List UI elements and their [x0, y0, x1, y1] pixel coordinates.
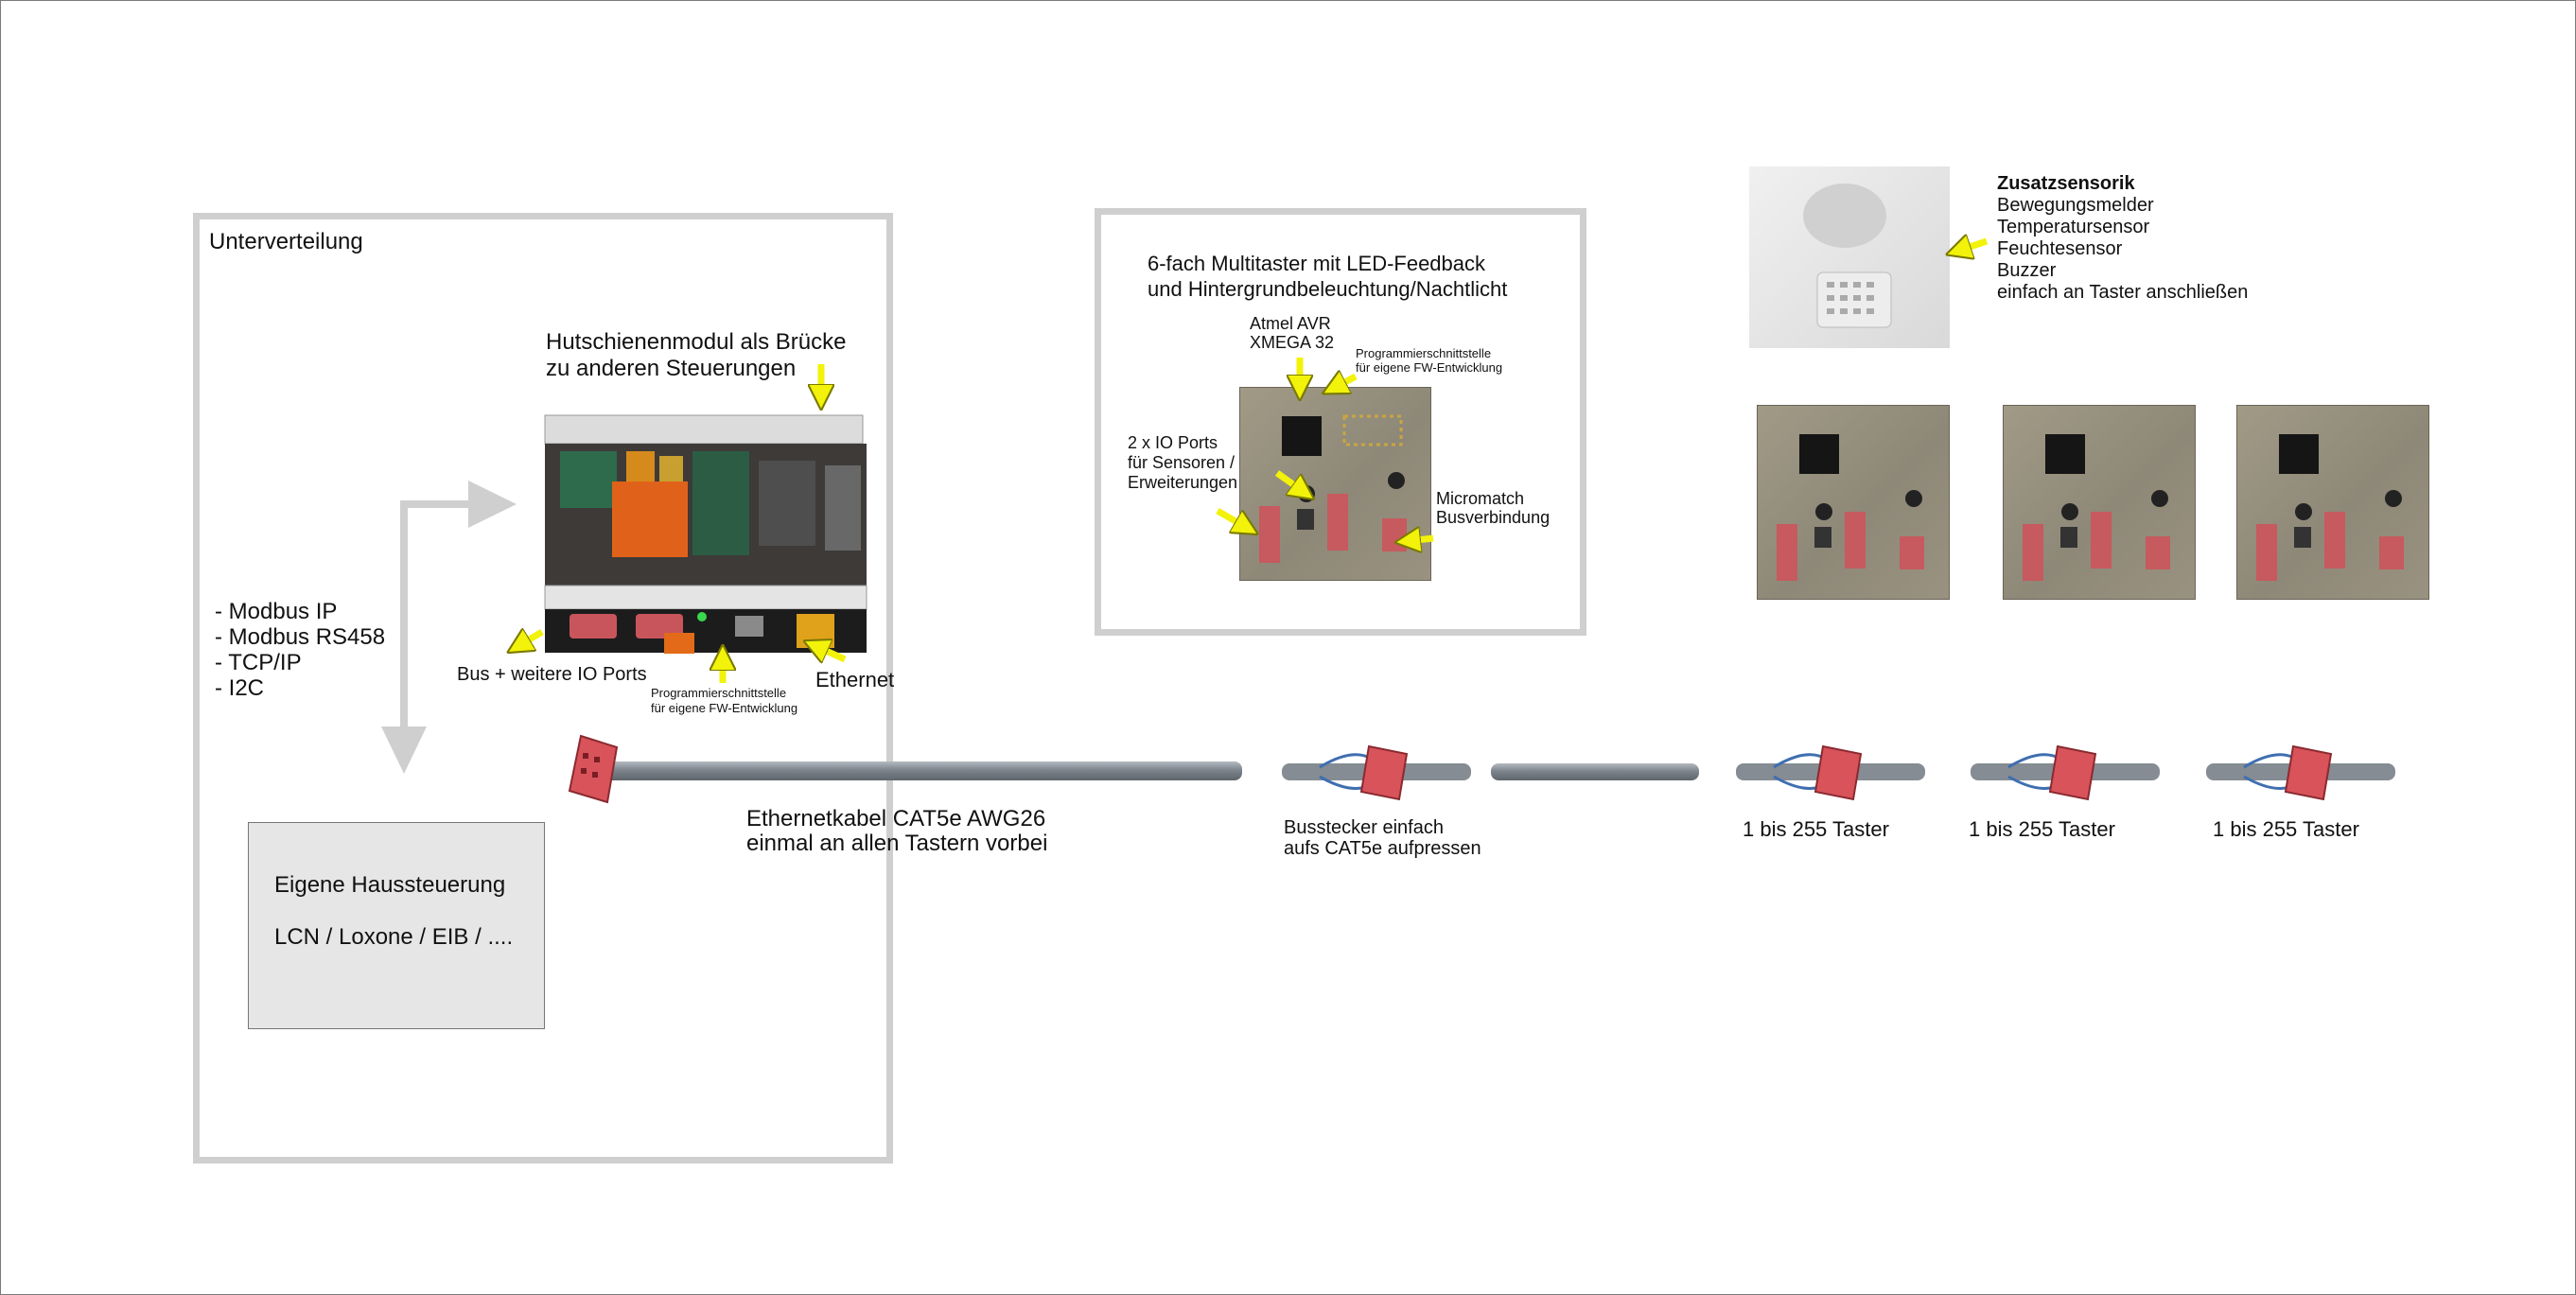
io-ports-label-1: 2 x IO Ports	[1128, 433, 1218, 452]
micromatch-label-2: Busverbindung	[1436, 508, 1551, 527]
haussteuerung-title: Eigene Haussteuerung	[274, 872, 506, 898]
multitaster-pcb-image	[1239, 387, 1431, 581]
taster-count-label: 1 bis 255 Taster	[2213, 817, 2359, 841]
io-ports-label-3: Erweiterungen	[1128, 473, 1238, 492]
mcu-label-2: XMEGA 32	[1250, 333, 1335, 352]
bus-ports-label: Bus + weitere IO Ports	[457, 664, 647, 685]
multitaster-title-1: 6-fach Multitaster mit LED-Feedback	[1148, 252, 1486, 275]
cable-label-2: einmal an allen Tastern vorbei	[746, 831, 1048, 856]
motion-sensor-image	[1749, 166, 1950, 348]
ethernet-label: Ethernet	[815, 668, 895, 691]
zusatz-item: Buzzer	[1997, 260, 2057, 281]
micromatch-label-1: Micromatch	[1436, 489, 1525, 508]
hutschiene-title-2: zu anderen Steuerungen	[546, 356, 797, 381]
taster-count-label: 1 bis 255 Taster	[1743, 817, 1889, 841]
busstecker-connector	[1736, 744, 1925, 801]
taster-pcb-image	[2236, 405, 2429, 600]
busstecker-connector	[2206, 744, 2395, 801]
protocol-item: - Modbus IP	[215, 599, 338, 624]
busstecker-connector	[1971, 744, 2160, 801]
taster-pcb-image	[1757, 405, 1950, 600]
unterverteilung-box	[193, 213, 893, 1164]
multitaster-title-2: und Hintergrundbeleuchtung/Nachtlicht	[1148, 277, 1508, 301]
protocol-item: - Modbus RS458	[215, 624, 386, 650]
zusatz-item: Feuchtesensor	[1997, 238, 2123, 259]
mt-prog-label-1: Programmierschnittstelle	[1356, 346, 1492, 360]
haussteuerung-systems: LCN / Loxone / EIB / ....	[274, 924, 514, 950]
zusatz-item: Temperatursensor	[1997, 217, 2150, 237]
protocol-item: - I2C	[215, 675, 265, 701]
cable-end-connector	[568, 734, 619, 804]
hutschiene-title-1: Hutschienenmodul als Brücke	[546, 329, 847, 355]
ethernet-cable-segment	[1491, 763, 1699, 780]
ethernet-cable-main	[596, 761, 1242, 780]
busstecker-connector	[1282, 744, 1471, 801]
io-ports-label-2: für Sensoren /	[1128, 453, 1235, 472]
haussteuerung-box	[248, 822, 545, 1029]
busstecker-label-1: Busstecker einfach	[1284, 817, 1444, 838]
prog-interface-label-2: für eigene FW-Entwicklung	[651, 701, 798, 715]
zusatz-title: Zusatzsensorik	[1997, 173, 2135, 194]
mcu-label-1: Atmel AVR	[1250, 314, 1331, 333]
prog-interface-label-1: Programmierschnittstelle	[651, 686, 787, 700]
busstecker-label-2: aufs CAT5e aufpressen	[1284, 838, 1481, 859]
protocol-item: - TCP/IP	[215, 650, 302, 675]
taster-count-label: 1 bis 255 Taster	[1969, 817, 2115, 841]
mt-prog-label-2: für eigene FW-Entwicklung	[1356, 360, 1503, 375]
zusatz-item: einfach an Taster anschließen	[1997, 282, 2249, 303]
cable-label-1: Ethernetkabel CAT5e AWG26	[746, 806, 1046, 831]
din-rail-module-image	[541, 413, 872, 655]
zusatz-item: Bewegungsmelder	[1997, 195, 2154, 216]
multitaster-box	[1095, 208, 1586, 636]
taster-pcb-image	[2003, 405, 2196, 600]
unterverteilung-title: Unterverteilung	[209, 229, 363, 254]
